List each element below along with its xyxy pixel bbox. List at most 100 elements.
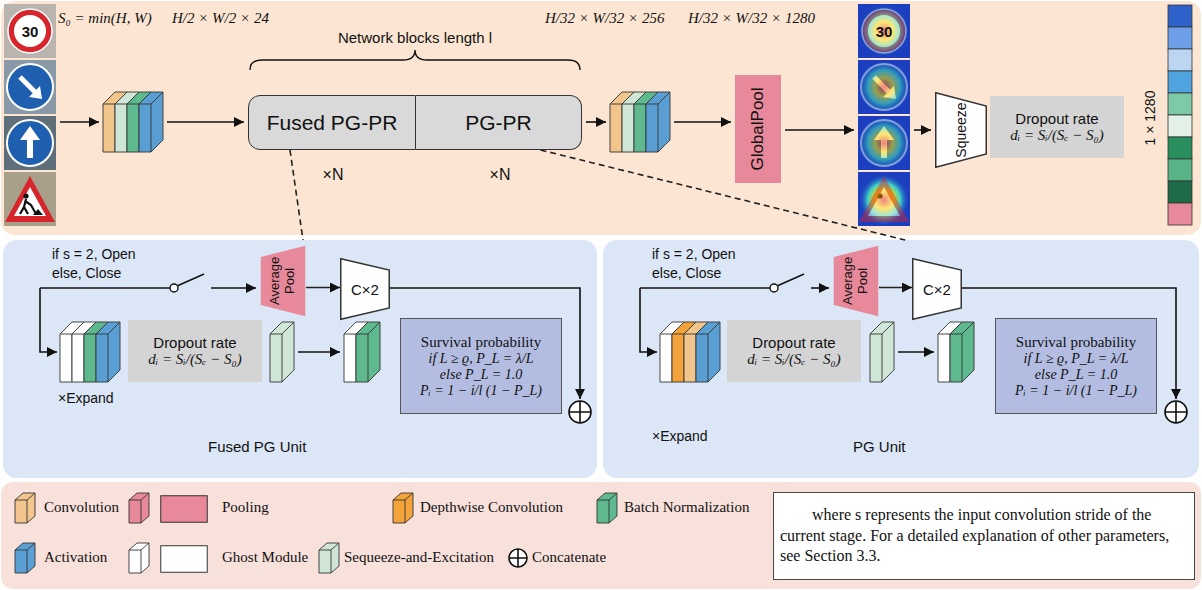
feature-vector	[1168, 181, 1192, 203]
legend-text: Concatenate	[532, 549, 606, 566]
legend-swatch	[160, 495, 208, 523]
legend-swatch	[128, 542, 150, 574]
length-brace	[250, 50, 580, 70]
legend-swatch	[15, 493, 35, 523]
node-line: dᵢ = Sᵢ/(Sₑ − S₀)	[1010, 127, 1103, 144]
feature-map-stack	[646, 92, 670, 152]
dropout-box: Dropout ratedᵢ = Sᵢ/(Sₑ − S₀)	[990, 96, 1124, 158]
feature-vector	[1168, 71, 1192, 93]
legend-swatch	[15, 543, 35, 573]
tensor-shape: H/32 × W/32 × 256	[545, 10, 664, 27]
concatenate-symbol	[509, 549, 527, 567]
feature-map-stack	[139, 92, 163, 152]
legend-swatch	[161, 496, 208, 523]
average-pool-trapezoid: Average Pool	[833, 245, 879, 317]
feature-map-stack	[870, 322, 894, 382]
average-pool-trapezoid-outline	[834, 246, 879, 317]
label-slot: H/32 × W/32 × 1280	[688, 10, 815, 27]
repeat-count: ×N	[323, 166, 344, 184]
flow-arrow	[811, 287, 829, 289]
feature-map-stack	[646, 92, 670, 152]
heatmap-images	[859, 61, 909, 113]
legend-swatch	[392, 492, 414, 524]
average-pool-trapezoid-outline	[261, 246, 306, 317]
flow-arrow	[177, 274, 204, 286]
flow-arrow	[914, 129, 931, 131]
legend-swatch	[597, 493, 617, 523]
label-slot: H/32 × W/32 × 256	[545, 10, 664, 27]
detail-leader	[290, 150, 303, 240]
feature-map-stack	[96, 322, 120, 382]
switch-contact	[770, 284, 778, 292]
survival-box: Survival probabilityif L ≥ ϱ, P_L = λ/Le…	[400, 318, 562, 414]
legend-swatch	[160, 545, 208, 573]
feature-map-stack	[270, 322, 294, 382]
text-slot: Activation	[44, 549, 107, 566]
feature-vector	[1168, 93, 1192, 115]
legend-swatch	[596, 492, 618, 524]
panel-background	[603, 240, 1199, 478]
flow-arrow	[785, 129, 854, 131]
legend-text: Pooling	[222, 499, 269, 516]
feature-map-stack	[950, 322, 974, 382]
squeeze-trapezoid-outline	[936, 93, 987, 168]
feature-map-stack	[96, 322, 120, 382]
feature-map-stack	[356, 322, 380, 382]
heatmap-images	[868, 187, 900, 216]
label-slot: ×Expand	[652, 428, 708, 444]
length-brace	[250, 50, 580, 70]
node-title: C×2	[351, 281, 379, 298]
concatenate-symbol	[1165, 401, 1187, 423]
node-line: dᵢ = Sᵢ/(Sₑ − S₀)	[747, 351, 840, 368]
concatenate-symbol	[569, 401, 591, 423]
traffic-sign-photos	[4, 4, 56, 58]
tensor-shape: H/32 × W/32 × 1280	[688, 10, 815, 27]
repeat-count: ×N	[490, 166, 511, 184]
node-title: Dropout rate	[752, 334, 835, 351]
heatmap-images	[862, 9, 906, 53]
sign-speed-limit	[8, 9, 52, 53]
sign-arrow-diagonal	[20, 77, 36, 93]
node-title: PG-PR	[465, 111, 532, 135]
flow-arrow	[167, 121, 244, 123]
legend-text: Sequeeze-and-Excitation	[344, 549, 494, 566]
text-slot: Ghost Module	[222, 549, 308, 566]
feature-vector	[1168, 5, 1192, 27]
node-line: dᵢ = Sᵢ/(Sₑ − S₀)	[148, 351, 241, 368]
dropout-box: Dropout ratedᵢ = Sᵢ/(Sₑ − S₀)	[727, 320, 861, 382]
text-slot: Pooling	[222, 499, 269, 516]
label-slot: ×N	[490, 166, 511, 184]
legend-swatch	[161, 546, 208, 573]
text-slot: Sequeeze-and-Excitation	[344, 549, 494, 566]
switch-note: else, Close	[652, 265, 721, 281]
heatmap-images	[883, 86, 896, 99]
sign-roadworks	[5, 176, 55, 222]
feature-vector	[1168, 203, 1192, 225]
flow-arrow	[898, 351, 934, 353]
panel-background	[3, 240, 597, 478]
detail-leader	[541, 150, 906, 240]
legend-swatch	[319, 543, 339, 573]
node-line: else P_L = 1.0	[440, 367, 522, 383]
sign-number: 30	[876, 23, 893, 40]
flow-arrow	[674, 121, 731, 123]
size-formula: S₀ = min(H, W)	[58, 10, 152, 27]
heatmap-images	[861, 64, 907, 110]
traffic-sign-photos	[4, 60, 56, 114]
legend-swatch	[393, 493, 413, 523]
heatmap-images	[874, 77, 890, 93]
sign-roadworks	[20, 199, 36, 214]
concatenate-symbol	[569, 401, 591, 423]
expand-label: ×Expand	[58, 390, 114, 406]
panel-background	[1, 482, 1201, 589]
concatenate-symbol	[509, 401, 1187, 567]
feature-map-stack	[356, 322, 380, 382]
label-slot: 30	[876, 23, 893, 40]
block-box: PG-PR	[416, 95, 582, 150]
label-slot: else, Close	[652, 265, 721, 281]
sign-arrow-up	[7, 120, 53, 166]
sign-arrow-up	[20, 126, 40, 140]
switch-contact	[170, 284, 178, 292]
legend-swatch	[129, 543, 149, 573]
node-title: Squeeze	[953, 102, 969, 157]
